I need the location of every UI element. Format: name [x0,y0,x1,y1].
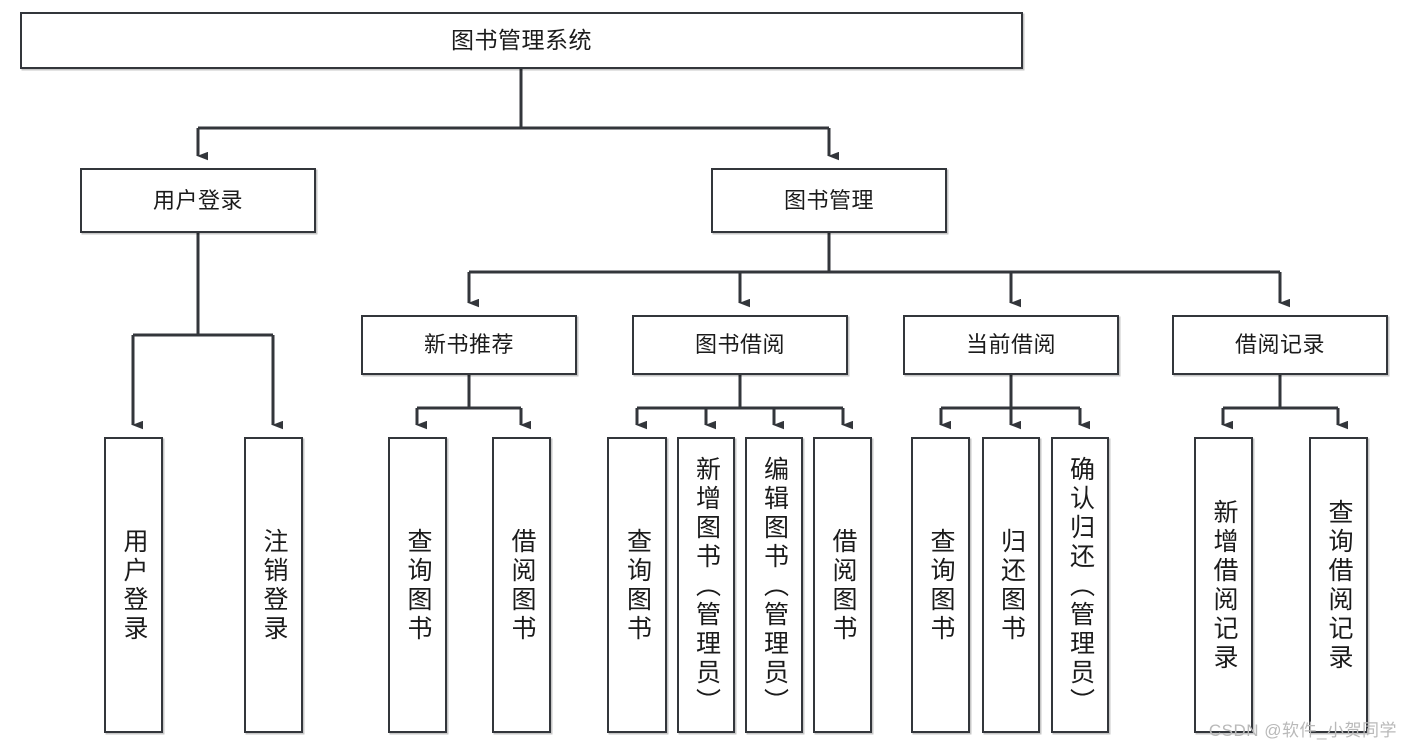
node-leaf-query-book-3[interactable]: 查询图书 [911,437,970,733]
node-leaf-logout-login[interactable]: 注销登录 [244,437,303,733]
node-label: 查询借阅记录 [1325,499,1353,673]
node-label: 借阅图书 [829,528,857,644]
node-label: 借阅图书 [508,528,536,644]
node-new-book-recommend[interactable]: 新书推荐 [361,315,577,375]
node-book-borrow[interactable]: 图书借阅 [632,315,848,375]
node-label: 图书管理系统 [451,26,592,53]
node-label: 当前借阅 [965,332,1056,358]
node-book-management[interactable]: 图书管理 [711,168,947,233]
node-leaf-confirm-return[interactable]: 确认归还（管理员） [1051,437,1109,733]
node-current-borrow[interactable]: 当前借阅 [903,315,1119,375]
node-root-book-management-system[interactable]: 图书管理系统 [20,12,1023,69]
node-label: 用户登录 [120,528,148,644]
node-leaf-borrow-book-1[interactable]: 借阅图书 [492,437,551,733]
node-borrow-record[interactable]: 借阅记录 [1172,315,1388,375]
node-leaf-user-login[interactable]: 用户登录 [104,437,163,733]
node-leaf-return-book[interactable]: 归还图书 [982,437,1040,733]
node-label: 新增图书（管理员） [692,455,721,717]
node-leaf-query-book-2[interactable]: 查询图书 [607,437,667,733]
node-label: 新书推荐 [423,332,514,358]
node-label: 图书管理 [783,187,874,213]
node-label: 查询图书 [404,528,432,644]
node-leaf-query-book-1[interactable]: 查询图书 [388,437,447,733]
node-label: 编辑图书（管理员） [760,455,789,717]
node-label: 用户登录 [152,187,243,213]
node-leaf-add-book[interactable]: 新增图书（管理员） [677,437,735,733]
node-label: 借阅记录 [1234,332,1325,358]
node-leaf-borrow-book-2[interactable]: 借阅图书 [813,437,872,733]
node-leaf-add-record[interactable]: 新增借阅记录 [1194,437,1253,733]
node-user-login[interactable]: 用户登录 [80,168,316,233]
node-label: 注销登录 [260,528,288,644]
node-label: 新增借阅记录 [1210,499,1238,673]
node-leaf-query-record[interactable]: 查询借阅记录 [1309,437,1368,733]
node-label: 查询图书 [927,528,955,644]
node-label: 归还图书 [997,528,1026,644]
node-label: 确认归还（管理员） [1066,455,1095,717]
node-label: 图书借阅 [694,332,785,358]
node-leaf-edit-book[interactable]: 编辑图书（管理员） [745,437,803,733]
node-label: 查询图书 [623,528,652,644]
